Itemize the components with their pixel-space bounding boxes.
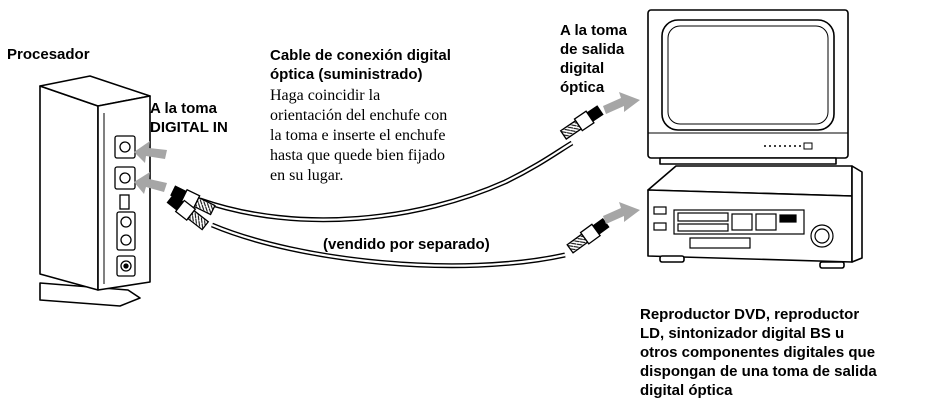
volume-knob	[810, 224, 834, 248]
arrow-to-jack-1-icon	[134, 141, 167, 163]
processor-label: Procesador	[7, 46, 90, 63]
arrows	[134, 92, 640, 224]
components-label: Reproductor DVD, reproductor LD, sintoni…	[640, 306, 877, 399]
arrow-to-jack-2-icon	[134, 172, 167, 194]
plug-processor-lower	[166, 193, 210, 231]
tv-output-label: A la toma de salida digital óptica	[560, 22, 627, 96]
cable-instructions-label: Haga coincidir la orientación del enchuf…	[270, 87, 448, 184]
processor-unit	[39, 75, 151, 307]
cable-title-label: Cable de conexión digital óptica (sumini…	[270, 47, 451, 83]
av-component-panel	[653, 206, 834, 249]
plug-av-component	[566, 217, 610, 254]
digital-in-label: A la toma DIGITAL IN	[150, 100, 228, 136]
tv-buttons	[764, 142, 813, 150]
tv-unit	[647, 9, 849, 165]
optical-cable-sold-separately	[211, 222, 566, 269]
optical-cable-supplied	[199, 140, 574, 223]
arrow-to-tv-icon	[603, 92, 640, 114]
plug-tv	[559, 105, 604, 140]
sold-separately-label: (vendido por separado)	[323, 236, 490, 253]
arrow-to-av-component-icon	[603, 202, 640, 224]
processor-jacks	[114, 135, 136, 277]
